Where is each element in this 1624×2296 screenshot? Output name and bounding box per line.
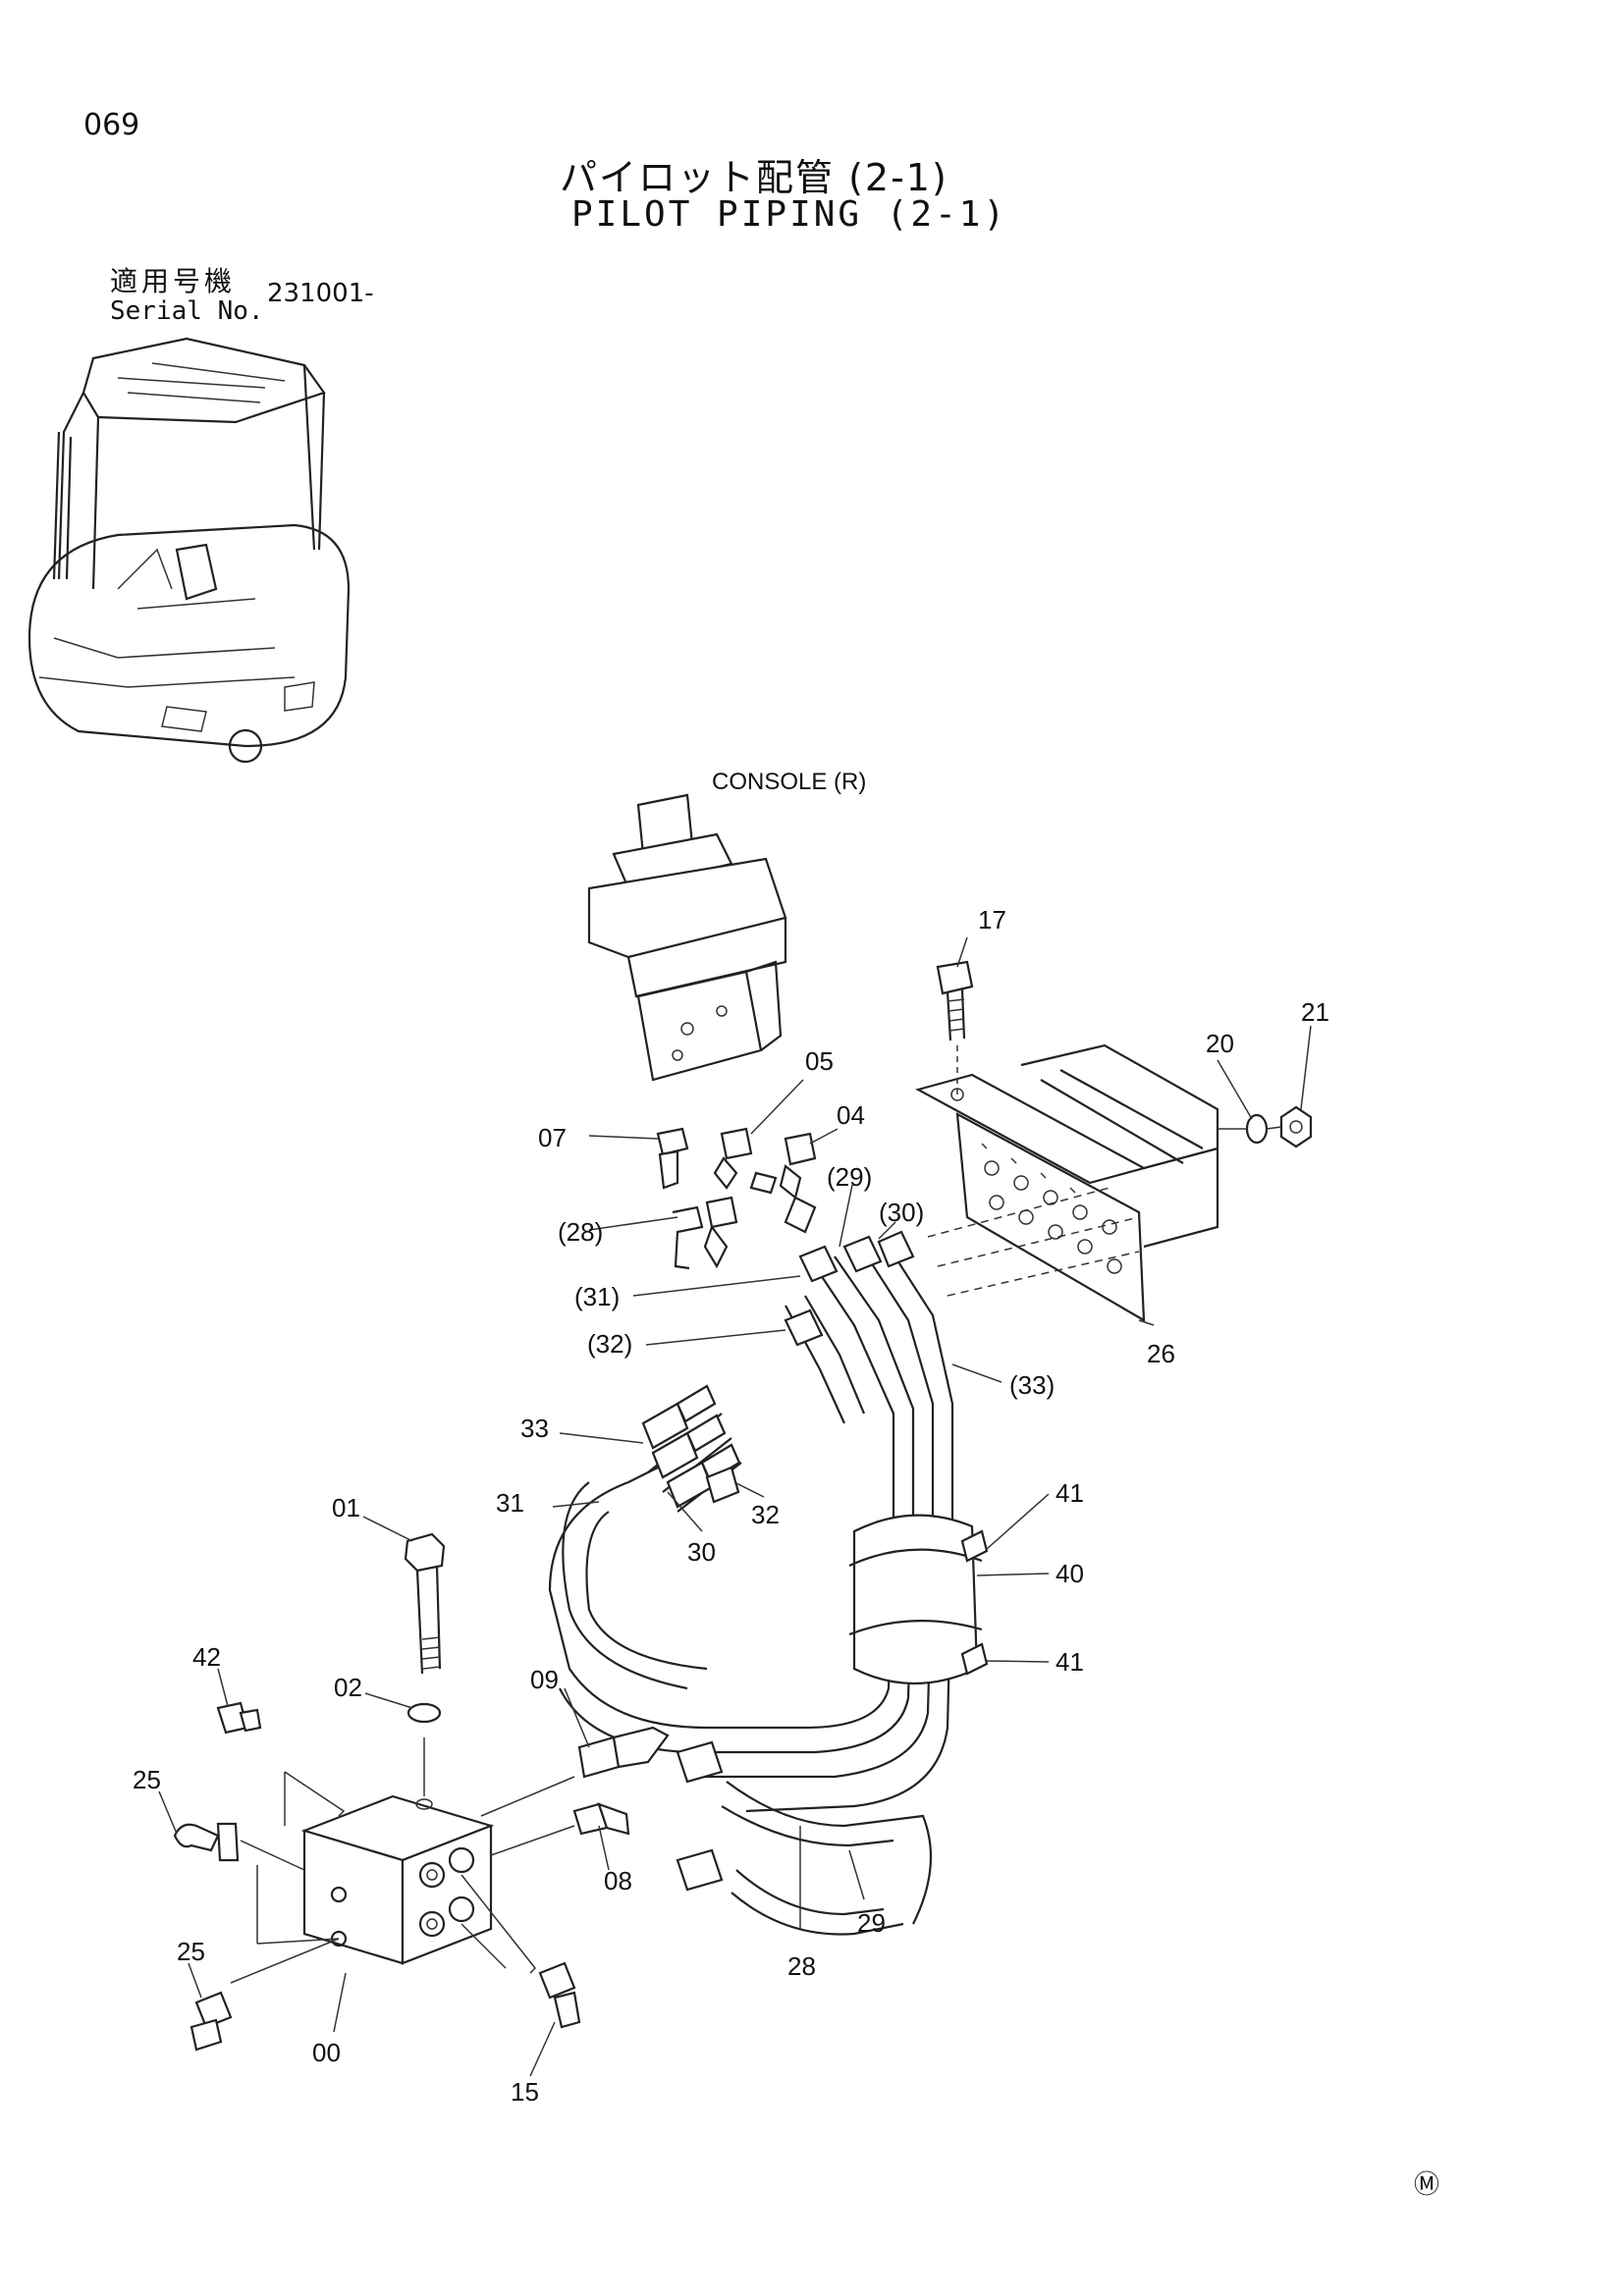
callout-04: 04 (837, 1100, 865, 1130)
serial-label-japanese: 適用号機 (110, 265, 237, 297)
callout-42: 42 (192, 1642, 221, 1672)
callout-33-ref: (33) (1009, 1370, 1055, 1400)
callout-30-ref: (30) (879, 1198, 924, 1227)
hose-clamp-40 (848, 1514, 989, 1685)
fitting-15 (538, 1961, 581, 2029)
washer-02 (406, 1702, 442, 1724)
bolt-01 (404, 1532, 446, 1675)
washer-20 (1245, 1113, 1269, 1145)
fittings-upper (656, 1127, 817, 1270)
callout-41-lower: 41 (1056, 1647, 1084, 1677)
callout-20: 20 (1206, 1029, 1234, 1058)
hose-bundle (548, 1230, 954, 1936)
fitting-25-lower (189, 1991, 233, 2052)
callout-28-ref: (28) (558, 1217, 603, 1247)
callout-05: 05 (805, 1046, 834, 1076)
callout-08: 08 (604, 1866, 632, 1896)
callout-30: 30 (687, 1537, 716, 1567)
callout-40: 40 (1056, 1559, 1084, 1588)
callout-41-upper: 41 (1056, 1478, 1084, 1508)
hose-end-fittings (676, 1740, 724, 1892)
part-callouts: 17 20 21 26 05 04 07 (29) (30) (28) (31)… (133, 905, 1329, 2107)
callout-15: 15 (511, 2077, 539, 2107)
fitting-09 (577, 1726, 670, 1779)
callout-29: 29 (857, 1908, 886, 1938)
machine-thumbnail (27, 337, 351, 764)
trademark-mark: Ⓜ (1414, 2170, 1440, 2200)
nut-21 (1279, 1105, 1313, 1148)
page-number: 069 (83, 108, 140, 142)
callout-26: 26 (1147, 1339, 1175, 1368)
callout-00-label: 00 (312, 2038, 341, 2067)
leader-lines (158, 936, 1312, 2077)
pilot-valve (587, 793, 787, 1082)
callout-02: 02 (334, 1673, 362, 1702)
manifold-block-00 (300, 1737, 495, 1965)
bolt-17 (936, 960, 974, 1099)
callout-31-ref: (31) (574, 1282, 620, 1311)
console-label: CONSOLE (R) (712, 769, 867, 795)
callout-31: 31 (496, 1488, 524, 1518)
page-title-english: PILOT PIPING (2-1) (571, 194, 1008, 235)
serial-label-english: Serial No. (110, 296, 264, 326)
callout-07: 07 (538, 1123, 567, 1152)
callout-29-ref: (29) (827, 1162, 872, 1192)
page-title-japanese: パイロット配管 (2-1) (560, 156, 948, 199)
callout-32: 32 (751, 1500, 780, 1529)
serial-number-value: 231001- (267, 279, 374, 308)
fitting-42 (216, 1701, 262, 1735)
callout-09: 09 (530, 1665, 559, 1694)
callout-01: 01 (332, 1493, 360, 1522)
callout-32-ref: (32) (587, 1329, 632, 1359)
callout-25-lower: 25 (177, 1937, 205, 1966)
mounting-bracket (915, 1043, 1219, 1322)
fitting-25-upper (173, 1822, 240, 1862)
assembly-lines (230, 1126, 1282, 1984)
callout-25-upper: 25 (133, 1765, 161, 1794)
callout-28: 28 (787, 1951, 816, 1981)
callout-33: 33 (520, 1414, 549, 1443)
callout-21: 21 (1301, 997, 1329, 1027)
callout-17: 17 (978, 905, 1006, 934)
fitting-08 (572, 1802, 630, 1836)
